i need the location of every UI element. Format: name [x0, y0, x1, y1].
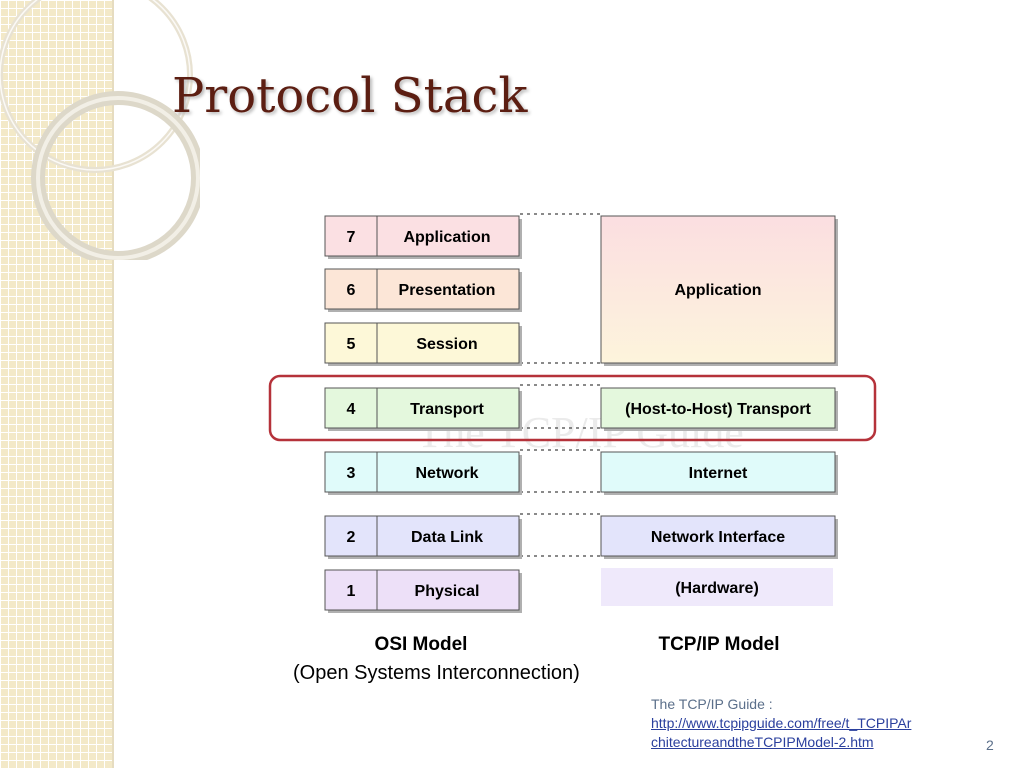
tcpip-layer-hardware: (Hardware) [601, 568, 833, 606]
osi-layer-name: Application [403, 229, 490, 246]
tcpip-layer-transport: (Host-to-Host) Transport [600, 387, 838, 431]
osi-layer-number: 4 [347, 401, 356, 418]
osi-model-caption: OSI Model [375, 634, 468, 655]
osi-layer: 7 Application [324, 215, 522, 259]
source-link[interactable]: http://www.tcpipguide.com/free/t_TCPIPAr… [651, 714, 961, 752]
osi-layer-fill [324, 387, 520, 429]
tcpip-layer-name: Internet [689, 465, 748, 482]
osi-subtitle: (Open Systems Interconnection) [293, 662, 580, 684]
source-link-line-2: chitectureandtheTCPIPModel-2.htm [651, 734, 874, 750]
tcpip-layer-name: (Host-to-Host) Transport [625, 401, 811, 418]
osi-layer: 3 Network [324, 451, 522, 495]
tcpip-layer-network-interface: Network Interface [600, 515, 838, 559]
osi-layer: 1 Physical [324, 569, 522, 613]
tcpip-layer-internet: Internet [600, 451, 838, 495]
osi-layer-number: 5 [347, 336, 356, 353]
tcpip-layer-name: (Hardware) [675, 580, 759, 597]
osi-layer-fill [324, 268, 520, 310]
osi-layer-number: 7 [347, 229, 356, 246]
source-link-line-1: http://www.tcpipguide.com/free/t_TCPIPAr [651, 715, 912, 731]
osi-layer: 5 Session [324, 322, 522, 366]
slide-title: Protocol Stack [172, 68, 528, 124]
connector-lines [520, 213, 600, 557]
osi-layer-number: 2 [347, 529, 356, 546]
osi-layer-name: Physical [415, 583, 480, 600]
osi-layer: 2 Data Link [324, 515, 522, 559]
tcpip-layer-name: Application [674, 282, 761, 299]
osi-layer: 4 Transport [324, 387, 522, 431]
sidebar-edge [112, 0, 114, 768]
transport-highlight [268, 374, 877, 442]
tcpip-layer-name: Network Interface [651, 529, 785, 546]
tcpip-model-caption: TCP/IP Model [658, 634, 779, 655]
osi-layer-number: 3 [347, 465, 356, 482]
tcpip-layer-application: Application [600, 215, 838, 366]
osi-layer-fill [324, 515, 520, 557]
osi-layer-name: Session [416, 336, 477, 353]
osi-layer-name: Presentation [399, 282, 496, 299]
osi-layer-name: Data Link [411, 529, 483, 546]
source-citation: The TCP/IP Guide : http://www.tcpipguide… [651, 695, 961, 752]
page-number: 2 [986, 737, 994, 753]
osi-layer-fill [324, 322, 520, 364]
decorative-circles [0, 0, 200, 260]
osi-layer-number: 1 [347, 583, 356, 600]
osi-layer-fill [324, 569, 520, 611]
osi-layer-number: 6 [347, 282, 356, 299]
source-label: The TCP/IP Guide : [651, 696, 773, 712]
osi-layer: 6 Presentation [324, 268, 522, 312]
osi-layer-fill [324, 451, 520, 493]
osi-layer-fill [324, 215, 520, 257]
osi-layer-name: Transport [410, 401, 484, 418]
osi-layer-name: Network [415, 465, 478, 482]
